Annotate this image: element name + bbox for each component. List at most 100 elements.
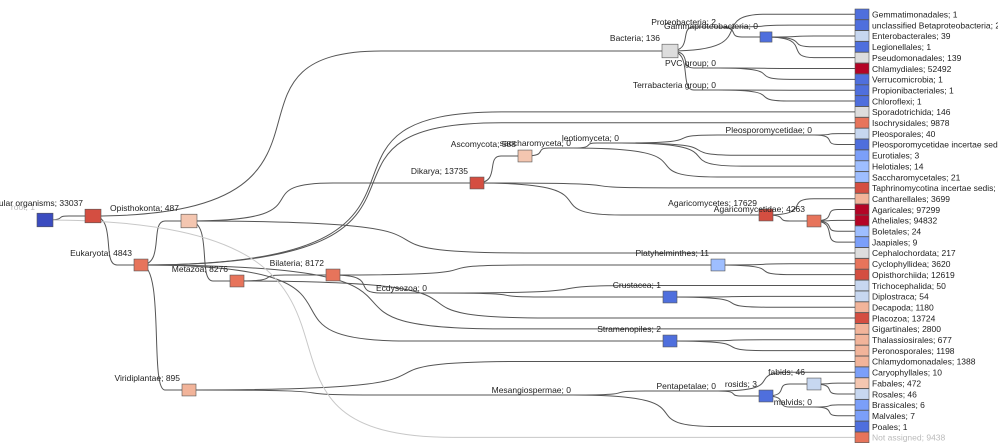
leaf-peronosporales-1198[interactable] <box>854 345 870 357</box>
leaf-sporadotrichida-146[interactable] <box>854 106 870 118</box>
leaf-label-legionellales-1: Legionellales; 1 <box>872 42 931 52</box>
label-gammaproteobacteria: Gammaproteobacteria; 0 <box>664 21 758 31</box>
leaf-cyclophyllidea-3620[interactable] <box>854 258 870 270</box>
leaf-unclassified-betaproteobacteria-2[interactable] <box>854 19 870 31</box>
leaf-label-taphrinomycotina-incertae-sedis-28352: Taphrinomycotina incertae sedis; 28352 <box>872 183 998 193</box>
edge-platyhelminthes <box>332 264 718 276</box>
leaf-boletales-24[interactable] <box>854 225 870 237</box>
leaf-pseudomonadales-139[interactable] <box>854 52 870 64</box>
leaf-edge-gemmatimonadales-1 <box>669 13 862 52</box>
node-bacteria[interactable] <box>661 43 679 59</box>
node-fabids[interactable] <box>806 377 822 391</box>
node-metazoa[interactable] <box>229 274 245 288</box>
leaf-eurotiales-3[interactable] <box>854 149 870 161</box>
tree-labels: root; 1cellular organisms; 33037Bacteria… <box>0 10 998 443</box>
node-gammaproteobacteria[interactable] <box>759 31 773 43</box>
leaf-edge-chloroflexi-1 <box>717 89 862 102</box>
label-mesangiospermae: Mesangiospermae; 0 <box>492 385 572 395</box>
leaf-edge-unclassified-betaproteobacteria-2 <box>717 24 862 28</box>
leaf-label-cyclophyllidea-3620: Cyclophyllidea; 3620 <box>872 259 951 269</box>
label-rosids: rosids; 3 <box>725 379 757 389</box>
leaf-brassicales-6[interactable] <box>854 399 870 411</box>
leaf-edge-diplostraca-54 <box>669 295 862 298</box>
leaf-pleosporomycetidae-incertae-sedis-2[interactable] <box>854 138 870 150</box>
leaf-edge-taphrinomycotina-incertae-sedis-28352 <box>476 182 862 189</box>
node-agaricomycetes[interactable] <box>758 208 774 222</box>
leaf-propionibacteriales-1[interactable] <box>854 84 870 96</box>
leaf-edge-saccharomycetales-21 <box>572 147 862 178</box>
leaf-cephalochordata-217[interactable] <box>854 247 870 259</box>
label-metazoa: Metazoa; 8276 <box>172 264 229 274</box>
leaf-diplostraca-54[interactable] <box>854 290 870 302</box>
label-cellular: cellular organisms; 33037 <box>0 198 83 208</box>
label-root: root; 1 <box>11 202 35 212</box>
leaf-cantharellales-3699[interactable] <box>854 193 870 205</box>
node-rosids[interactable] <box>758 389 774 403</box>
leaf-edge-eurotiales-3 <box>620 142 862 156</box>
leaf-chlamydomonadales-1388[interactable] <box>854 355 870 368</box>
leaf-jaapiales-9[interactable] <box>854 236 870 248</box>
leaf-helotiales-14[interactable] <box>854 160 870 172</box>
leaf-edge-peronosporales-1198 <box>669 340 862 352</box>
node-viridiplantae[interactable] <box>181 383 197 397</box>
leaf-malvales-7[interactable] <box>854 410 870 422</box>
leaf-label-verrucomicrobia-1: Verrucomicrobia; 1 <box>872 75 943 85</box>
leaf-enterobacterales-39[interactable] <box>854 30 870 42</box>
leaf-poales-1[interactable] <box>854 420 870 433</box>
leaf-thalassiosirales-677[interactable] <box>854 334 870 346</box>
leaf-label-opisthorchiida-12619: Opisthorchiida; 12619 <box>872 270 955 280</box>
leaf-edge-malvales-7 <box>813 406 862 417</box>
node-opisthokonta[interactable] <box>180 213 198 229</box>
leaf-gemmatimonadales-1[interactable] <box>854 8 870 20</box>
leaf-placozoa-13724[interactable] <box>854 312 870 324</box>
node-eukaryota[interactable] <box>133 258 149 272</box>
leaf-legionellales-1[interactable] <box>854 41 870 53</box>
leaf-verrucomicrobia-1[interactable] <box>854 73 870 85</box>
label-agaricomycetidae: Agaricomycetidae; 4263 <box>714 204 805 214</box>
node-stramenopiles[interactable] <box>662 334 678 348</box>
leaf-chlamydiales-52492[interactable] <box>854 62 870 75</box>
label-ascomycota: Ascomycota; 588 <box>451 139 516 149</box>
leaf-label-gemmatimonadales-1: Gemmatimonadales; 1 <box>872 10 958 20</box>
leaf-pleosporales-40[interactable] <box>854 128 870 140</box>
leaf-label-chloroflexi-1: Chloroflexi; 1 <box>872 96 922 106</box>
leaf-atheliales-94832[interactable] <box>854 214 870 226</box>
node-dikarya[interactable] <box>469 176 485 190</box>
leaf-gigartinales-2800[interactable] <box>854 323 870 335</box>
node-platyhelminthes[interactable] <box>710 258 726 272</box>
node-crustacea[interactable] <box>662 290 678 304</box>
leaf-label-unclassified-betaproteobacteria-2: unclassified Betaproteobacteria; 2 <box>872 20 998 30</box>
leaf-trichocephalida-50[interactable] <box>854 279 870 292</box>
leaf-label-cantharellales-3699: Cantharellales; 3699 <box>872 194 950 204</box>
leaf-label-fabales-472: Fabales; 472 <box>872 378 921 388</box>
leaf-taphrinomycotina-incertae-sedis-28352[interactable] <box>854 182 870 194</box>
leaf-saccharomycetales-21[interactable] <box>854 171 870 183</box>
edge-mesangiospermae <box>188 389 573 396</box>
leaf-agaricales-97299[interactable] <box>854 204 870 216</box>
leaf-edge-pleosporomycetidae-incertae-sedis-2 <box>813 134 862 145</box>
leaf-decapoda-1180[interactable] <box>854 301 870 313</box>
node-root[interactable] <box>36 212 54 228</box>
node-ascomycota[interactable] <box>517 149 533 163</box>
leaf-caryophyllales-10[interactable] <box>854 366 870 378</box>
leaf-isochrysidales-9878[interactable] <box>854 117 870 129</box>
node-bilateria[interactable] <box>325 268 341 282</box>
label-terrabacteria: Terrabacteria group; 0 <box>633 80 716 90</box>
label-leotiomyceta: leotiomyceta; 0 <box>562 133 619 143</box>
label-fabids: fabids; 46 <box>768 367 805 377</box>
leaf-label-gigartinales-2800: Gigartinales; 2800 <box>872 324 941 334</box>
leaf-opisthorchiida-12619[interactable] <box>854 269 870 281</box>
node-cellular[interactable] <box>84 208 102 224</box>
leaf-rosales-46[interactable] <box>854 388 870 400</box>
leaf-label-jaapiales-9: Jaapiales; 9 <box>872 237 918 247</box>
leaf-edge-chlamydomonadales-1388 <box>188 360 862 391</box>
leaf-label-saccharomycetales-21: Saccharomycetales; 21 <box>872 172 961 182</box>
leaf-edge-cyclophyllidea-3620 <box>717 263 862 266</box>
leaf-not-assigned-9438[interactable] <box>854 431 870 443</box>
leaf-fabales-472[interactable] <box>854 377 870 389</box>
leaf-label-sporadotrichida-146: Sporadotrichida; 146 <box>872 107 951 117</box>
node-agaricomycetidae[interactable] <box>806 214 822 228</box>
label-dikarya: Dikarya; 13735 <box>411 166 468 176</box>
leaf-chloroflexi-1[interactable] <box>854 95 870 107</box>
